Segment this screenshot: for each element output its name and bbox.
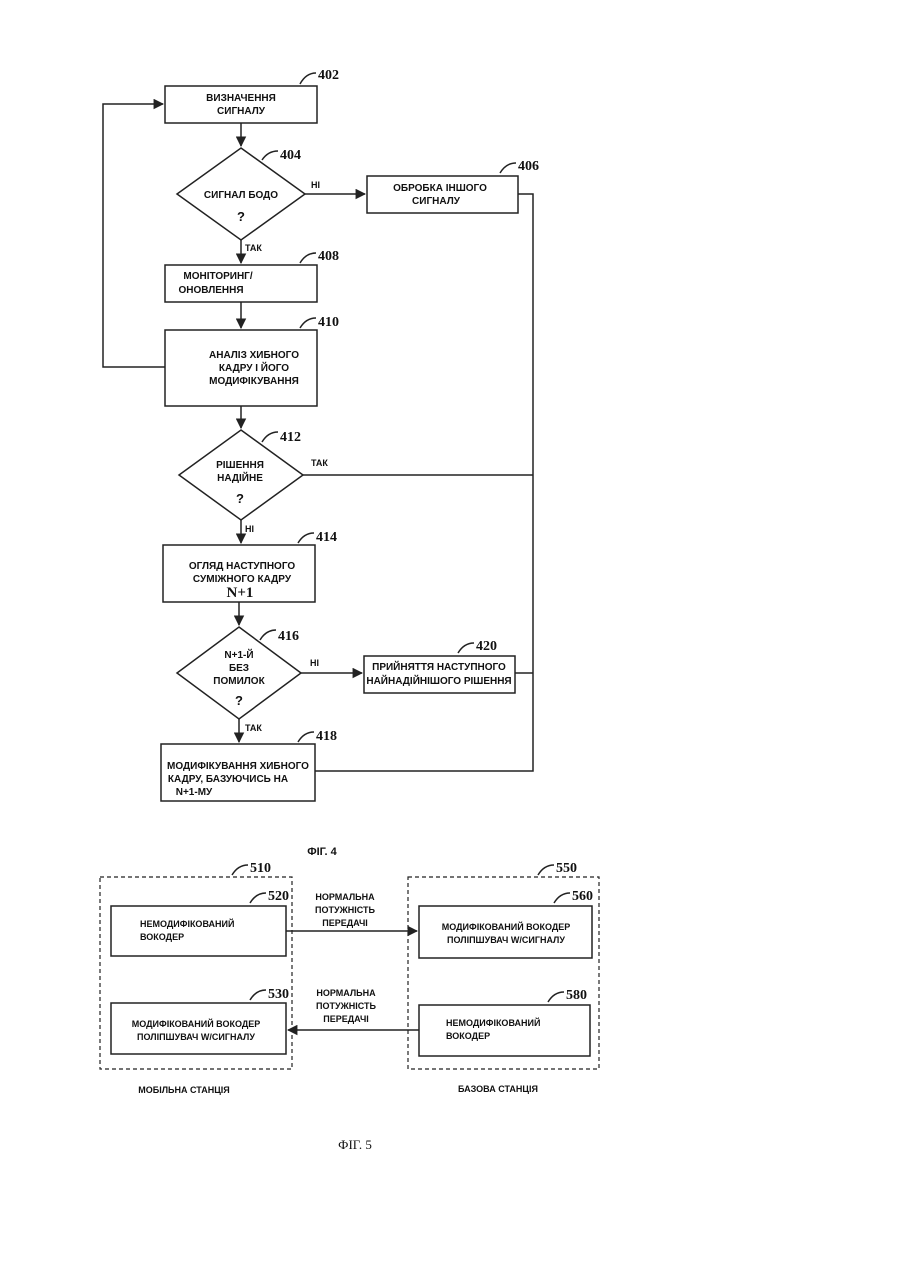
ref-408: 408 [318, 249, 339, 264]
node-414-line-2: СУМІЖНОГО КАДРУ [193, 574, 292, 585]
node-418-line-2: КАДРУ, БАЗУЮЧИСЬ НА [168, 774, 288, 785]
box-530-modified-vocoder: МОДИФІКОВАНИЙ ВОКОДЕР ПОЛІПШУВАЧ W/СИГНА… [111, 987, 289, 1054]
mobile-station-label: МОБІЛЬНА СТАНЦІЯ [138, 1085, 230, 1095]
box-560-modified-vocoder: МОДИФІКОВАНИЙ ВОКОДЕР ПОЛІПШУВАЧ W/СИГНА… [419, 889, 593, 958]
link-bottom-line-3: ПЕРЕДАЧІ [323, 1014, 369, 1024]
node-410-line-3: МОДИФІКУВАННЯ [209, 376, 299, 387]
node-406-other-signal: ОБРОБКА ІНШОГО СИГНАЛУ 406 [367, 159, 539, 213]
ref-402: 402 [318, 68, 339, 83]
box-580-line-1: НЕМОДИФІКОВАНИЙ [446, 1017, 540, 1028]
node-410-line-1: АНАЛІЗ ХИБНОГО [209, 350, 299, 361]
node-416-line-1: N+1-Й [224, 648, 253, 661]
link-top-line-3: ПЕРЕДАЧІ [322, 918, 368, 928]
link-top-line-2: ПОТУЖНІСТЬ [315, 905, 375, 915]
figure-5-caption: ФІГ. 5 [338, 1137, 372, 1152]
edge-416-no-label: НІ [310, 658, 319, 668]
ref-416: 416 [278, 629, 299, 644]
ref-510: 510 [250, 861, 271, 876]
node-410-line-2: КАДРУ І ЙОГО [219, 361, 289, 374]
base-station-group: 550 БАЗОВА СТАНЦІЯ [408, 861, 599, 1094]
box-580-unmodified-vocoder: НЕМОДИФІКОВАНИЙ ВОКОДЕР 580 [419, 988, 590, 1056]
node-402-signal-determination: ВИЗНАЧЕННЯ СИГНАЛУ 402 [165, 68, 339, 123]
box-520-line-1: НЕМОДИФІКОВАНИЙ [140, 918, 234, 929]
edge-416-yes-label: ТАК [245, 723, 262, 733]
edge-404-no-label: НІ [311, 180, 320, 190]
node-408-monitoring-update: МОНІТОРИНГ/ ОНОВЛЕННЯ 408 [165, 249, 339, 302]
box-560-line-1: МОДИФІКОВАНИЙ ВОКОДЕР [442, 921, 571, 932]
node-414-next-frame-review: ОГЛЯД НАСТУПНОГО СУМІЖНОГО КАДРУ N+1 414 [163, 530, 337, 602]
node-420-line-2: НАЙНАДІЙНІШОГО РІШЕННЯ [366, 674, 511, 687]
link-top-line-1: НОРМАЛЬНА [315, 892, 375, 902]
ref-406: 406 [518, 159, 539, 174]
node-420-line-1: ПРИЙНЯТТЯ НАСТУПНОГО [372, 660, 506, 673]
node-408-line-2: ОНОВЛЕННЯ [178, 285, 243, 296]
node-416-question: ? [235, 693, 243, 708]
node-410-frame-analysis: АНАЛІЗ ХИБНОГО КАДРУ І ЙОГО МОДИФІКУВАНН… [165, 315, 339, 406]
node-404-line-1: СИГНАЛ БОДО [204, 190, 278, 201]
box-530-line-2: ПОЛІПШУВАЧ W/СИГНАЛУ [137, 1032, 255, 1042]
ref-560: 560 [572, 889, 593, 904]
node-420-accept-next-decision: ПРИЙНЯТТЯ НАСТУПНОГО НАЙНАДІЙНІШОГО РІШЕ… [364, 639, 515, 693]
figure-5: 510 МОБІЛЬНА СТАНЦІЯ 550 БАЗОВА СТАНЦІЯ … [100, 861, 599, 1152]
node-418-modify-frame: МОДИФІКУВАННЯ ХИБНОГО КАДРУ, БАЗУЮЧИСЬ Н… [161, 729, 337, 801]
ref-414: 414 [316, 530, 337, 545]
figure-4: ВИЗНАЧЕННЯ СИГНАЛУ 402 СИГНАЛ БОДО ? 404… [103, 68, 539, 858]
edge-412-yes-label: ТАК [311, 458, 328, 468]
box-560-line-2: ПОЛІПШУВАЧ W/СИГНАЛУ [447, 935, 565, 945]
mobile-station-group: 510 МОБІЛЬНА СТАНЦІЯ [100, 861, 292, 1095]
box-530-line-1: МОДИФІКОВАНИЙ ВОКОДЕР [132, 1018, 261, 1029]
node-402-line-2: СИГНАЛУ [217, 106, 266, 117]
node-414-line-1: ОГЛЯД НАСТУПНОГО [189, 561, 296, 572]
node-414-n-plus-1: N+1 [227, 585, 254, 601]
node-402-line-1: ВИЗНАЧЕННЯ [206, 93, 276, 104]
node-412-decision-reliable: РІШЕННЯ НАДІЙНЕ ? 412 [179, 430, 303, 520]
node-406-line-1: ОБРОБКА ІНШОГО [393, 183, 487, 194]
figure-4-caption: ФІГ. 4 [307, 846, 337, 858]
node-416-error-free-decision: N+1-Й БЕЗ ПОМИЛОК ? 416 [177, 627, 301, 719]
ref-550: 550 [556, 861, 577, 876]
box-520-unmodified-vocoder: НЕМОДИФІКОВАНИЙ ВОКОДЕР 520 [111, 889, 289, 956]
ref-412: 412 [280, 430, 301, 445]
node-418-line-3: N+1-МУ [176, 787, 213, 798]
box-520-line-2: ВОКОДЕР [140, 932, 184, 942]
ref-580: 580 [566, 988, 587, 1003]
ref-420: 420 [476, 639, 497, 654]
ref-530: 530 [268, 987, 289, 1002]
ref-418: 418 [316, 729, 337, 744]
edge-404-yes-label: ТАК [245, 243, 262, 253]
node-408-line-1: МОНІТОРИНГ/ [183, 271, 252, 282]
node-416-line-3: ПОМИЛОК [213, 676, 265, 687]
node-416-line-2: БЕЗ [229, 663, 249, 674]
link-bottom-line-1: НОРМАЛЬНА [316, 988, 376, 998]
node-412-question: ? [236, 491, 244, 506]
base-station-label: БАЗОВА СТАНЦІЯ [458, 1084, 538, 1094]
node-404-question: ? [237, 209, 245, 224]
box-580-line-2: ВОКОДЕР [446, 1031, 490, 1041]
edge-412-no-label: НІ [245, 524, 254, 534]
node-404-baudot-decision: СИГНАЛ БОДО ? 404 [177, 148, 305, 240]
node-418-line-1: МОДИФІКУВАННЯ ХИБНОГО [167, 761, 309, 772]
ref-410: 410 [318, 315, 339, 330]
ref-520: 520 [268, 889, 289, 904]
node-412-line-2: НАДІЙНЕ [217, 471, 263, 484]
link-bottom-line-2: ПОТУЖНІСТЬ [316, 1001, 376, 1011]
node-412-line-1: РІШЕННЯ [216, 460, 264, 471]
ref-404: 404 [280, 148, 301, 163]
node-406-line-2: СИГНАЛУ [412, 196, 461, 207]
